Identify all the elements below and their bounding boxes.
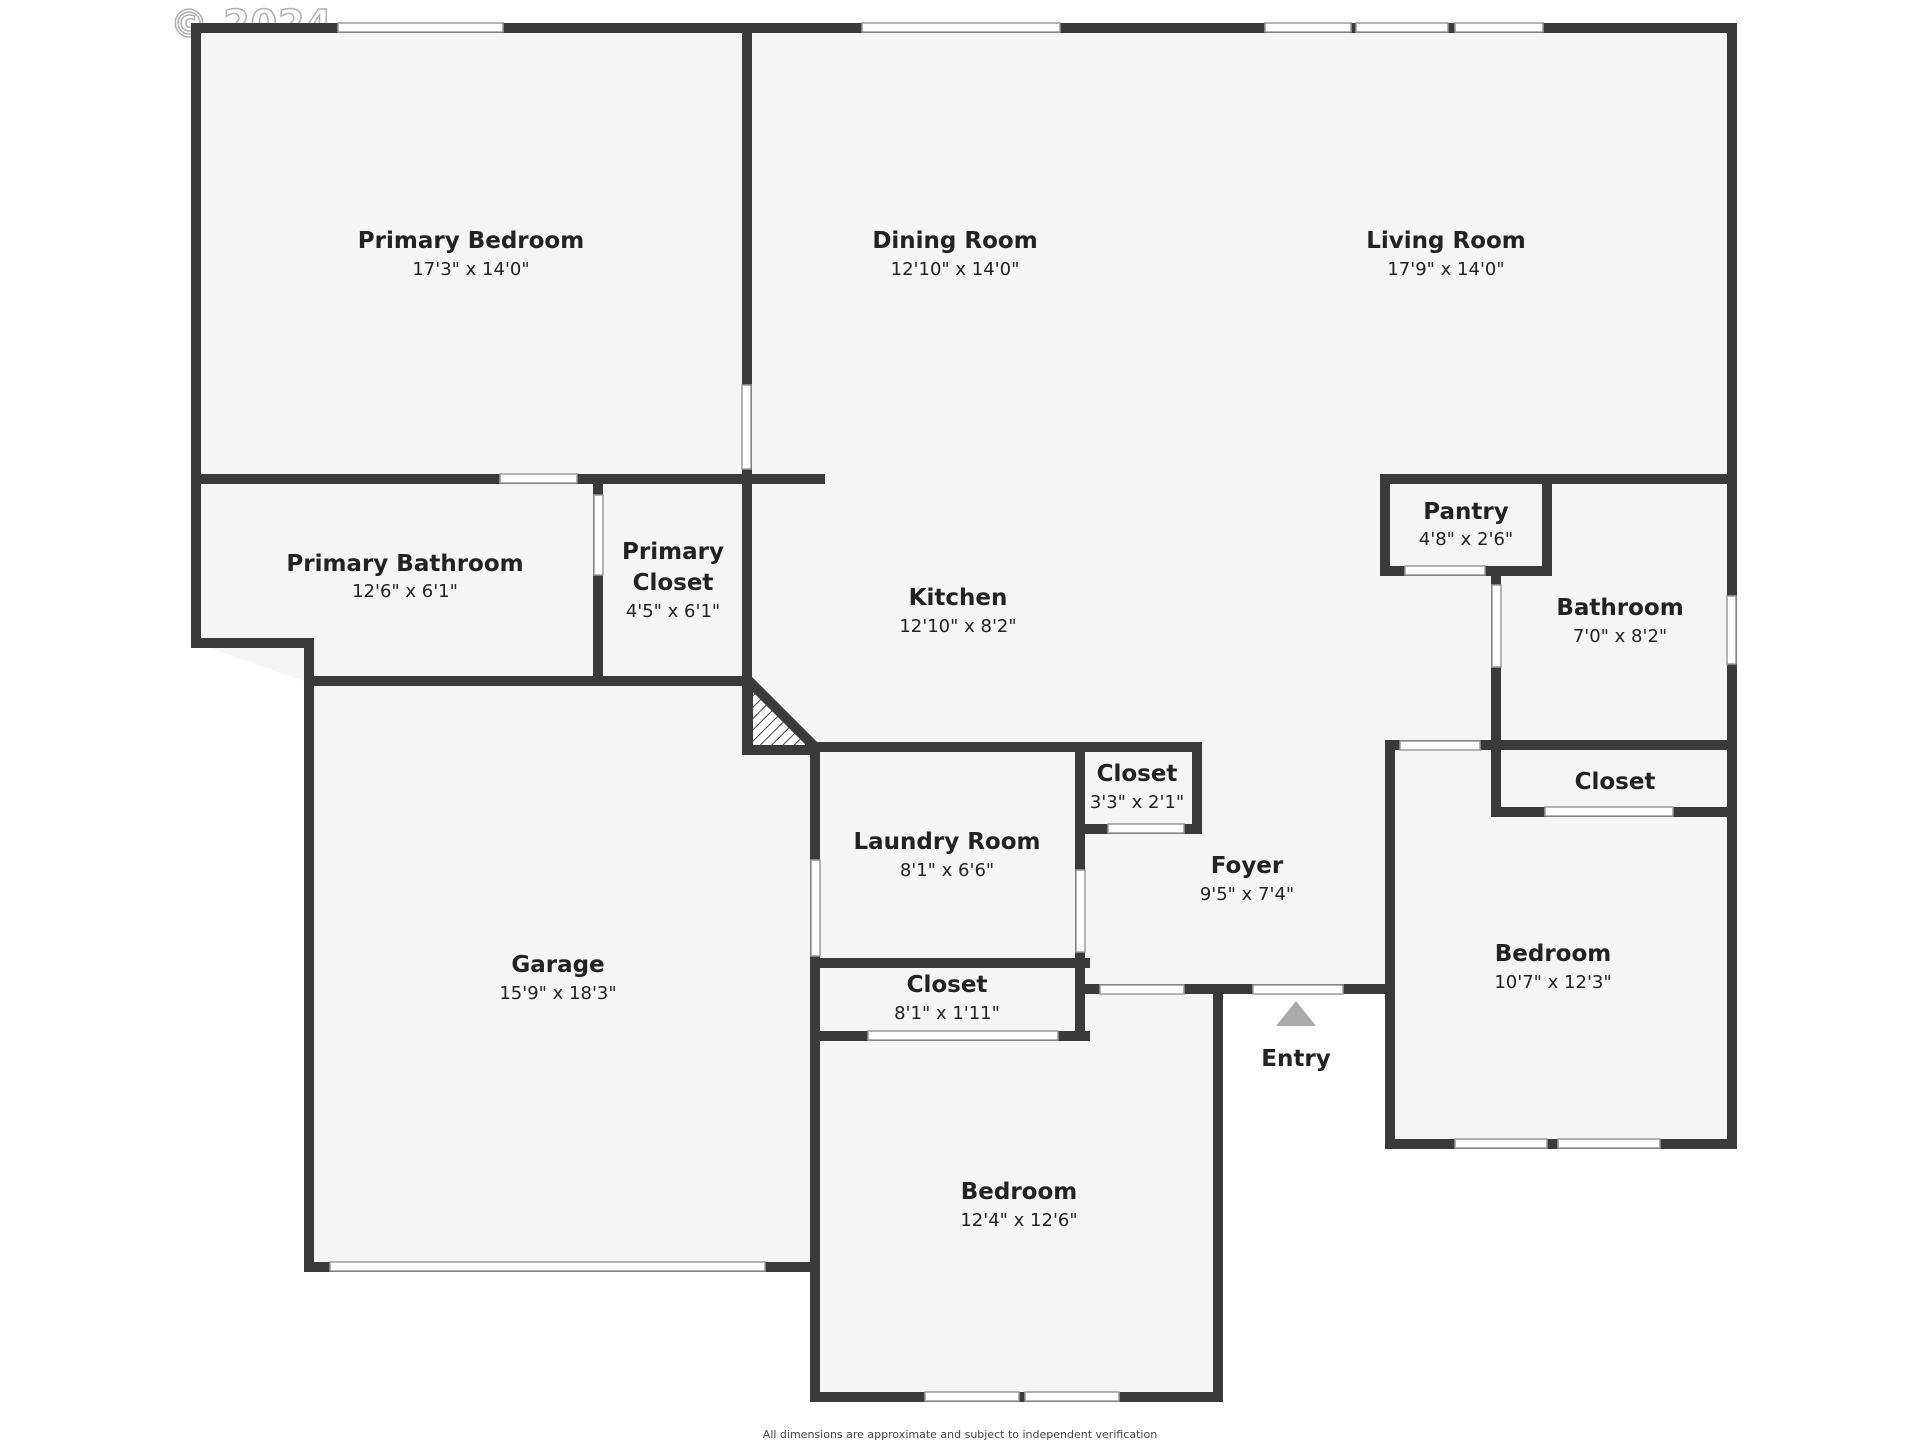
window-living-3 [1454,22,1544,33]
room-labels: Primary Bedroom 17'3" x 14'0" Dining Roo… [286,228,1683,1231]
door-primary-bathroom [499,473,578,484]
room-kitchen: Kitchen 12'10" x 8'2" [899,585,1016,637]
room-closet-right: Closet [1575,769,1656,795]
room-closet-hall: Closet 8'1" x 1'11" [894,972,1000,1024]
room-name: Closet [1097,761,1178,787]
room-foyer: Foyer 9'5" x 7'4" [1200,853,1294,905]
window-living-1 [1264,22,1352,33]
window-bottom-bedroom-2 [1024,1391,1120,1402]
room-dims: 12'10" x 8'2" [899,616,1016,637]
room-dims: 12'10" x 14'0" [891,259,1020,280]
room-name: Bedroom [1495,941,1612,967]
door-laundry-garage [810,859,821,957]
room-dining-room: Dining Room 12'10" x 14'0" [872,228,1037,280]
room-dims: 7'0" x 8'2" [1573,626,1667,647]
room-dims: 12'6" x 6'1" [352,581,458,602]
room-dims: 8'1" x 6'6" [900,860,994,881]
room-name: Primary Bathroom [286,551,523,577]
room-primary-closet: Primary Closet 4'5" x 6'1" [622,539,724,622]
door-right-closet [1544,806,1674,817]
room-dims: 15'9" x 18'3" [499,983,616,1004]
room-dims: 9'5" x 7'4" [1200,884,1294,905]
disclaimer-text: All dimensions are approximate and subje… [762,1428,1158,1441]
room-dims: 17'3" x 14'0" [412,259,529,280]
room-dims: 8'1" x 1'11" [894,1003,1000,1024]
door-pantry [1404,565,1486,576]
room-primary-bathroom: Primary Bathroom 12'6" x 6'1" [286,551,523,602]
room-name: Closet [1575,769,1656,795]
window-living-2 [1355,22,1449,33]
room-name: Primary Bedroom [358,228,584,254]
room-name-line1: Primary [622,539,724,565]
door-foyer-closet [1107,823,1185,834]
room-dims: 10'7" x 12'3" [1494,972,1611,993]
room-name: Bedroom [961,1179,1078,1205]
window-bottom-bedroom-1 [924,1391,1020,1402]
door-bathroom [1491,584,1502,668]
room-bathroom: Bathroom 7'0" x 8'2" [1556,595,1683,647]
room-pantry: Pantry 4'8" x 2'6" [1419,499,1513,550]
room-name: Bathroom [1556,595,1683,621]
room-name: Dining Room [872,228,1037,254]
room-name: Foyer [1211,853,1284,879]
room-name: Laundry Room [853,829,1040,855]
room-garage: Garage 15'9" x 18'3" [499,952,616,1004]
door-right-bedroom [1399,740,1481,751]
room-dims: 4'5" x 6'1" [626,601,720,622]
door-hall-closet [867,1030,1059,1041]
room-name-line2: Closet [633,570,714,596]
room-dims: 3'3" x 2'1" [1090,792,1184,813]
room-name: Garage [511,952,604,978]
room-dims: 4'8" x 2'6" [1419,529,1513,550]
room-dims: 17'9" x 14'0" [1387,259,1504,280]
room-dims: 12'4" x 12'6" [960,1210,1077,1231]
window-right-bedroom-2 [1557,1138,1661,1149]
room-closet-foyer: Closet 3'3" x 2'1" [1090,761,1184,813]
window-dining [861,22,1061,33]
room-living-room: Living Room 17'9" x 14'0" [1366,228,1526,280]
room-bedroom-bottom: Bedroom 12'4" x 12'6" [960,1179,1077,1231]
window-primary-bedroom [337,22,504,33]
floor-main [196,28,1732,1397]
door-primary-closet [593,494,604,576]
entry-arrow-icon [1276,1001,1316,1026]
door-bottom-bedroom [1099,984,1185,995]
room-name: Kitchen [909,585,1008,611]
door-primary-bedroom-dining [741,384,752,470]
floor-fills [196,28,1732,1397]
openings [329,22,1737,1402]
room-primary-bedroom: Primary Bedroom 17'3" x 14'0" [358,228,584,280]
entry-door [1252,984,1344,995]
room-name: Closet [907,972,988,998]
room-name: Pantry [1423,499,1508,525]
door-laundry-foyer [1075,869,1086,953]
window-right-bedroom-1 [1454,1138,1548,1149]
room-bedroom-right: Bedroom 10'7" x 12'3" [1494,941,1611,993]
entry-label: Entry [1261,1046,1330,1072]
room-name: Living Room [1366,228,1526,254]
room-laundry-room: Laundry Room 8'1" x 6'6" [853,829,1040,881]
window-bathroom [1726,595,1737,665]
garage-door [329,1261,766,1272]
